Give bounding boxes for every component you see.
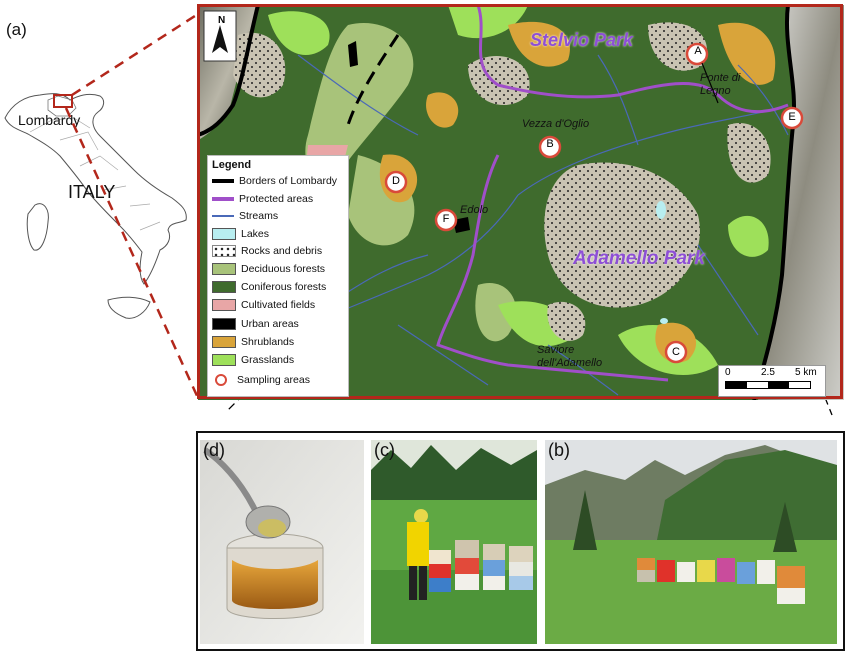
scale-tick-mid: 2.5 <box>761 367 775 378</box>
sicily-outline <box>107 296 151 319</box>
italy-inset-map <box>4 93 187 319</box>
legend-label: Shrublands <box>241 336 295 348</box>
lombardy-border <box>47 95 77 117</box>
park-label-stelvio: Stelvio Park <box>530 30 634 50</box>
site-label-f: F <box>442 213 450 225</box>
site-pointer-lines <box>701 62 719 104</box>
legend-item: Streams <box>212 209 278 223</box>
scale-bar: 0 2.5 5 km <box>718 365 826 397</box>
legend-swatch-box <box>212 354 236 366</box>
map-legend: Legend Borders of Lombardy Protected are… <box>207 155 349 397</box>
italy-outline <box>4 93 187 285</box>
rocks-area <box>544 162 700 308</box>
legend-swatch-box <box>212 299 236 311</box>
place-label-saviore: Saviore dell'Adamello <box>537 344 603 369</box>
legend-label: Streams <box>239 210 279 222</box>
legend-item: Rocks and debris <box>212 244 322 258</box>
grassland-area <box>448 5 528 39</box>
shrubland-area <box>426 92 459 128</box>
panel-label-a: (a) <box>6 20 27 39</box>
urban-area <box>453 217 470 233</box>
sardinia-outline <box>26 203 49 251</box>
legend-item: Coniferous forests <box>212 280 326 294</box>
legend-label: Borders of Lombardy <box>239 175 338 187</box>
legend-label: Lakes <box>241 228 270 240</box>
legend-item: Lakes <box>212 227 269 241</box>
panel-label-c: (c) <box>374 440 395 460</box>
streams <box>217 54 789 396</box>
site-label-e: E <box>788 111 796 123</box>
scale-tick-end: 5 km <box>795 367 817 378</box>
place-label-vezza: Vezza d'Oglio <box>522 118 590 130</box>
site-label-d: D <box>392 175 400 187</box>
site-label-b: B <box>546 138 554 150</box>
legend-label: Rocks and debris <box>241 245 323 257</box>
rocks-area <box>727 123 771 183</box>
legend-label: Coniferous forests <box>241 281 327 293</box>
legend-item: Sampling areas <box>212 373 310 387</box>
sampling-circles <box>384 42 804 364</box>
legend-label: Grasslands <box>241 354 295 366</box>
lake <box>660 318 668 324</box>
legend-item: Shrublands <box>212 335 294 349</box>
scale-bar-graphic <box>725 381 811 389</box>
lombardy-borders-dashed <box>346 34 400 126</box>
legend-swatch-dots <box>212 245 236 257</box>
legend-item: Deciduous forests <box>212 262 325 276</box>
grassland-area <box>728 215 769 257</box>
italy-regions <box>29 117 161 231</box>
rocks-area <box>547 301 586 341</box>
site-label-c: C <box>672 346 680 358</box>
place-label-ponte: Ponte di Legno <box>700 72 741 97</box>
panel-label-d: (d) <box>203 440 225 460</box>
photo-beekeeper-hives: (c) <box>371 440 537 644</box>
legend-label: Urban areas <box>241 318 299 330</box>
legend-item: Borders of Lombardy <box>212 174 337 188</box>
panel-label-b: (b) <box>548 440 570 460</box>
legend-label: Cultivated fields <box>241 299 316 311</box>
place-label-edolo: Edolo <box>460 204 489 216</box>
map-frame <box>197 4 843 399</box>
legend-item: Cultivated fields <box>212 298 315 312</box>
legend-swatch-box <box>212 281 236 293</box>
legend-label: Deciduous forests <box>241 263 326 275</box>
legend-swatch-box <box>212 318 236 330</box>
grassland-area <box>268 11 330 55</box>
scale-tick-0: 0 <box>725 367 731 378</box>
urban-area <box>348 41 358 67</box>
deciduous-area <box>305 23 414 182</box>
legend-swatch-line <box>212 179 234 183</box>
legend-label: Sampling areas <box>237 374 310 386</box>
legend-swatch-box <box>212 336 236 348</box>
legend-item: Urban areas <box>212 317 299 331</box>
shrubland-area <box>508 21 570 67</box>
north-arrow-icon <box>212 25 228 53</box>
photo-honey-jar: (d) <box>200 440 364 644</box>
protected-area-borders <box>436 5 789 382</box>
north-label: N <box>218 15 226 26</box>
legend-swatch-box <box>212 228 236 240</box>
legend-swatch-box <box>212 263 236 275</box>
legend-title: Legend <box>212 159 252 171</box>
photo-strip-frame <box>196 431 845 651</box>
shrubland-area <box>718 22 776 85</box>
legend-item: Protected areas <box>212 192 313 206</box>
site-label-a: A <box>694 45 702 57</box>
lombardy-borders <box>198 5 797 400</box>
deciduous-area <box>475 283 517 342</box>
legend-label: Protected areas <box>239 193 314 205</box>
legend-swatch-line <box>212 215 234 217</box>
lake <box>656 201 666 219</box>
legend-item: Grasslands <box>212 353 294 367</box>
inset-region-label: Lombardy <box>18 112 81 128</box>
inset-country-label: ITALY <box>68 182 116 202</box>
legend-swatch-line <box>212 197 234 201</box>
photo-meadow-hives: (b) <box>545 440 837 644</box>
legend-swatch-circle <box>215 374 227 386</box>
park-label-adamello: Adamello Park <box>573 248 705 269</box>
study-area-marker <box>53 94 73 108</box>
